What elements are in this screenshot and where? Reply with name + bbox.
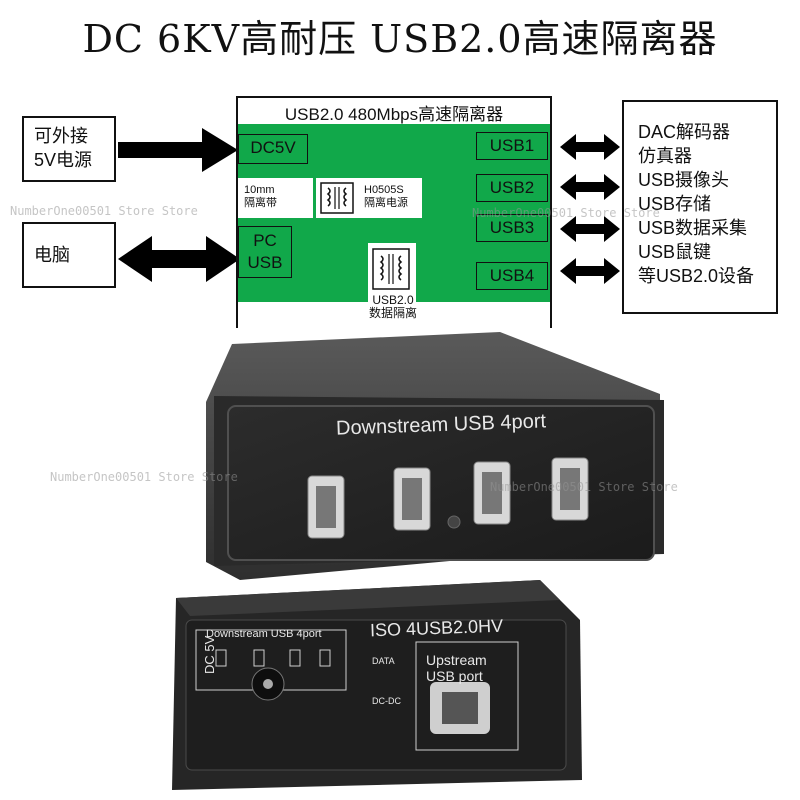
power-module-line-2: 隔离电源	[364, 197, 408, 209]
usb1-arrow-icon	[560, 134, 620, 160]
device-photo	[172, 332, 664, 790]
watermark: NumberOne00501 Store Store	[472, 206, 660, 220]
data-isolation-line-2: 数据隔离	[368, 306, 417, 320]
data-isolation-label: USB2.0 数据隔离	[358, 294, 428, 320]
pc-usb-port: PC USB	[238, 226, 292, 278]
data-isolation-line-1: USB2.0	[372, 293, 414, 307]
power-arrow-icon	[118, 128, 238, 172]
isolator-board-diagram: USB2.0 480Mbps高速隔离器 10mm 隔离带 H0505S 隔离电源…	[236, 96, 552, 328]
device-item: USB存储	[638, 194, 712, 214]
supported-devices-list: DAC解码器 仿真器 USB摄像头 USB存储 USB数据采集 USB鼠键 等U…	[622, 100, 778, 314]
data-isolator-icon	[372, 248, 410, 290]
board-title: USB2.0 480Mbps高速隔离器	[284, 105, 504, 124]
page-title: DC 6KV高耐压 USB2.0高速隔离器	[82, 17, 718, 61]
pc-label-text: 电脑	[34, 245, 70, 265]
back-downstream-label: Downstream USB 4port	[206, 628, 322, 640]
power-input-line-1: 可外接	[34, 126, 88, 146]
power-module-area	[316, 178, 422, 218]
usb1-port: USB1	[476, 132, 548, 160]
pc-usb-line-2: USB	[247, 253, 283, 272]
usb2-port: USB2	[476, 174, 548, 202]
board-bottom-area	[238, 302, 550, 328]
back-upstream-label: Upstream USB port	[426, 652, 487, 684]
back-dcdc-label: DC-DC	[372, 696, 401, 706]
back-dc-label: DC 5V	[202, 635, 217, 674]
watermark: NumberOne00501 Store Store	[490, 480, 678, 494]
usb3-port: USB3	[476, 214, 548, 242]
usb2-arrow-icon	[560, 174, 620, 200]
usb4-port: USB4	[476, 262, 548, 290]
device-item: DAC解码器	[638, 122, 731, 142]
device-item: USB摄像头	[638, 170, 730, 190]
pc-label: 电脑	[22, 222, 116, 288]
isolation-band-line-1: 10mm	[244, 184, 275, 196]
pc-bidirectional-arrow-icon	[118, 236, 240, 282]
watermark: NumberOne00501 Store Store	[10, 204, 198, 218]
isolation-band-area	[238, 178, 313, 218]
usb4-arrow-icon	[560, 258, 620, 284]
device-item: USB数据采集	[638, 218, 748, 238]
transformer-icon	[320, 182, 354, 214]
power-input-label: 可外接 5V电源	[22, 116, 116, 182]
upstream-line-2: USB port	[426, 668, 483, 684]
device-item: 仿真器	[638, 146, 692, 166]
power-module-line-1: H0505S	[364, 184, 404, 196]
power-input-line-2: 5V电源	[34, 150, 93, 170]
device-item: 等USB2.0设备	[638, 266, 755, 286]
upstream-line-1: Upstream	[426, 652, 487, 668]
pc-usb-line-1: PC	[253, 231, 277, 250]
usb3-arrow-icon	[560, 216, 620, 242]
isolation-band-line-2: 隔离带	[244, 197, 277, 209]
watermark: NumberOne00501 Store Store	[50, 470, 238, 484]
device-item: USB鼠键	[638, 242, 712, 262]
power-module-label: H0505S 隔离电源	[364, 184, 408, 210]
back-data-label: DATA	[372, 656, 395, 666]
dc5v-port: DC5V	[238, 134, 308, 164]
isolation-band-label: 10mm 隔离带	[244, 184, 277, 210]
